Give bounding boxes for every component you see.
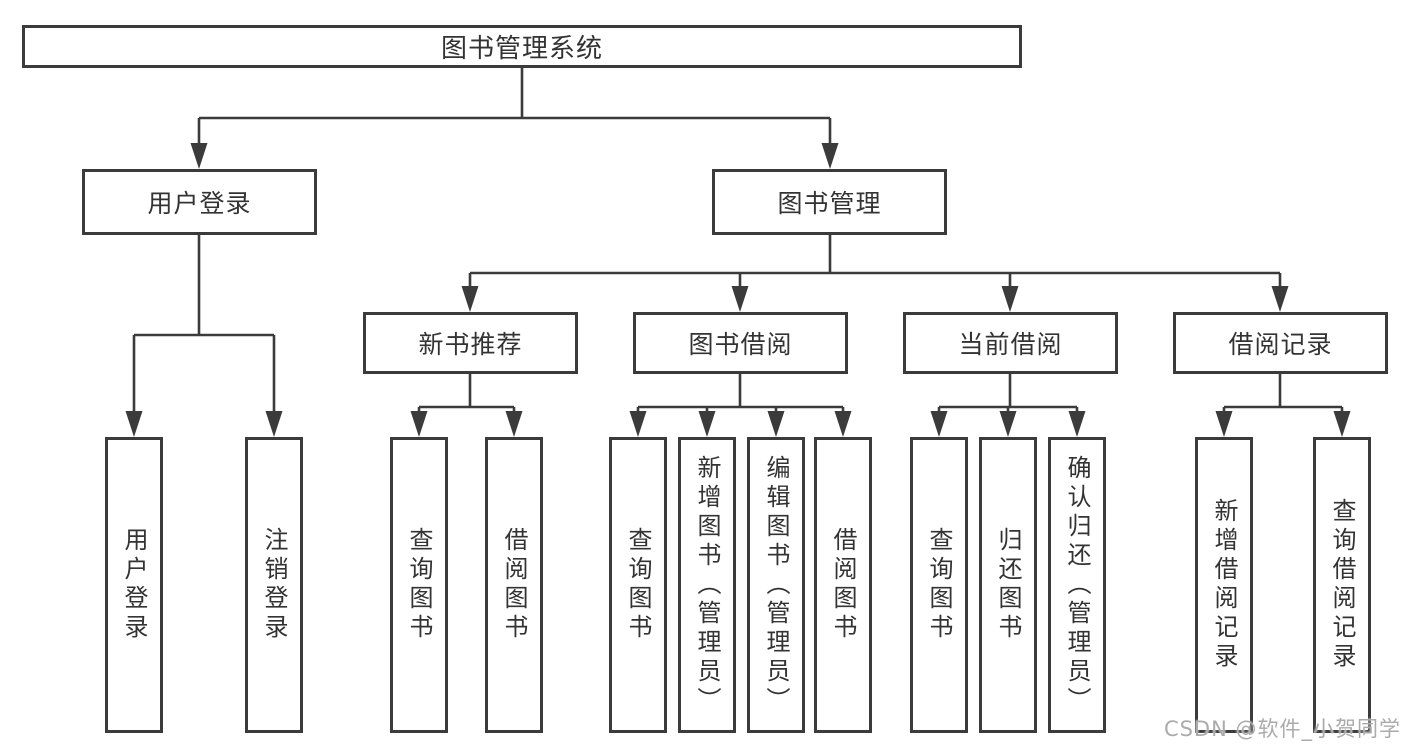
connector-borrowrecord-branch	[1215, 374, 1351, 437]
arrowhead	[1333, 411, 1351, 437]
arrowhead	[821, 143, 839, 169]
connector-newbook-branch	[410, 374, 523, 437]
leaf-user-login: 用户登录	[105, 437, 163, 733]
arrowhead	[410, 411, 428, 437]
arrowhead	[505, 411, 523, 437]
arrowhead	[698, 411, 716, 437]
leaf-query-books-1: 查询图书	[390, 437, 448, 733]
node-current-borrow: 当前借阅	[903, 312, 1118, 374]
node-library-system: 图书管理系统	[22, 25, 1022, 68]
connector-userlogin-branch	[125, 235, 283, 437]
leaf-confirm-return-admin: 确认归还（管理员）	[1048, 437, 1106, 733]
connector-root-to-level2	[190, 68, 839, 169]
arrowhead	[1215, 411, 1233, 437]
arrowhead	[731, 286, 749, 312]
arrowhead	[767, 411, 785, 437]
leaf-logout: 注销登录	[245, 437, 303, 733]
arrowhead	[1271, 286, 1289, 312]
leaf-add-books-admin: 新增图书（管理员）	[678, 437, 736, 733]
arrowhead	[1001, 286, 1019, 312]
connector-bookborrow-branch	[629, 374, 852, 437]
arrowhead	[190, 143, 208, 169]
node-book-borrow: 图书借阅	[633, 312, 848, 374]
csdn-watermark: CSDN @软件_小贺同学	[1163, 717, 1401, 741]
leaf-borrow-books-1: 借阅图书	[485, 437, 543, 733]
leaf-edit-books-admin: 编辑图书（管理员）	[747, 437, 805, 733]
arrowhead	[461, 286, 479, 312]
connector-bookmgmt-to-level3	[461, 235, 1289, 312]
arrowhead	[999, 411, 1017, 437]
arrowhead	[930, 411, 948, 437]
leaf-query-borrow-record: 查询借阅记录	[1313, 437, 1371, 733]
leaf-query-books-3: 查询图书	[910, 437, 968, 733]
arrowhead	[265, 411, 283, 437]
leaf-borrow-books-2: 借阅图书	[814, 437, 872, 733]
arrowhead	[1068, 411, 1086, 437]
node-user-login: 用户登录	[82, 169, 317, 235]
node-borrow-record: 借阅记录	[1173, 312, 1388, 374]
leaf-add-borrow-record: 新增借阅记录	[1195, 437, 1253, 733]
arrowhead	[125, 411, 143, 437]
connector-currentborrow-branch	[930, 374, 1086, 437]
leaf-query-books-2: 查询图书	[609, 437, 667, 733]
arrowhead	[629, 411, 647, 437]
node-new-book-recommend: 新书推荐	[363, 312, 578, 374]
arrowhead	[834, 411, 852, 437]
node-book-management: 图书管理	[712, 169, 947, 235]
leaf-return-books: 归还图书	[979, 437, 1037, 733]
